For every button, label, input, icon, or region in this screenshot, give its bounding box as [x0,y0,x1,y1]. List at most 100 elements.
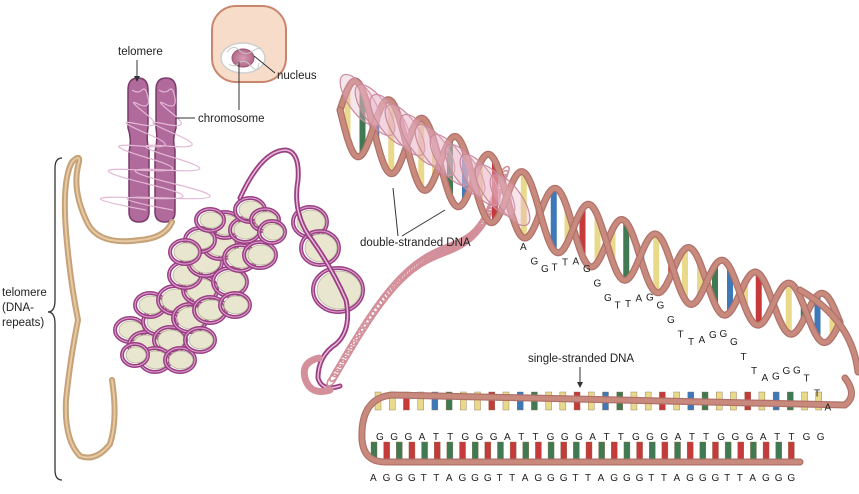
base-letter: A [825,403,832,414]
base-letter: G [720,329,728,340]
base-letter: G [547,432,555,443]
telomere-side-label-3: repeats) [2,317,44,329]
chromosome-label: chromosome [198,113,264,125]
loop-base [509,441,517,461]
base-letter: A [573,256,580,267]
loop-base [497,441,504,461]
base-letter: A [699,335,706,346]
loop-base [674,441,681,461]
loop-base [775,441,782,461]
base-letter: T [572,473,578,484]
base-letter: T [552,263,558,274]
base-letter: G [657,300,665,311]
base-letter: T [562,257,568,268]
base-letter: T [585,473,591,484]
base-letter: G [583,264,591,275]
base-letter: T [689,432,695,443]
base-letter: T [688,337,694,348]
telomere-loop [358,286,859,466]
base-letter: T [788,432,794,443]
helix-turn [429,133,471,187]
loop-base [712,441,719,461]
base-letter: G [547,473,555,484]
double-helix [336,73,844,346]
base-letter: G [717,432,725,443]
base-letter: G [730,337,738,348]
base-letter: A [636,294,643,305]
base-letter: G [623,473,631,484]
helix-turn [399,113,441,167]
base-letter: G [762,473,770,484]
base-letter: A [598,473,605,484]
base-letter: G [787,473,795,484]
ss-base [460,391,467,411]
base-letter: T [625,299,631,310]
base-letter: G [783,366,791,377]
base-letter: T [751,366,757,377]
coil-end [300,354,334,395]
loop-base [446,441,454,461]
base-letter: T [703,432,709,443]
base-letter: G [803,432,811,443]
nucleosome [257,219,287,245]
base-letter: T [433,473,439,484]
loop-base [762,441,770,461]
loop-base [623,441,631,461]
nucleosome [194,207,226,233]
base-letter: A [749,473,756,484]
base-letter: G [746,432,754,443]
nucleosome [218,291,252,319]
helix-turn [474,163,516,217]
base-letter: A [760,432,767,443]
base-letter: G [646,432,654,443]
base-letter: G [376,432,384,443]
loop-base [408,441,416,461]
loop-base [585,441,593,461]
base-letter: T [661,473,667,484]
loop-base [573,441,580,461]
nucleosome [311,266,365,314]
base-letter: T [433,432,439,443]
loop-base [522,441,529,461]
single-stranded-label: single-stranded DNA [528,353,634,365]
base-letter: T [741,352,747,363]
chromatin-cluster [113,196,365,374]
loop-base [434,441,441,461]
base-letter: A [674,473,681,484]
loop-base [724,441,732,461]
telomere-top-label: telomere [118,46,163,58]
ss-base [474,391,481,411]
base-letter: G [711,473,719,484]
helix-turn [384,103,426,157]
loop-base [636,441,643,461]
base-letter: G [484,473,492,484]
loop-base [547,441,555,461]
loop-base [471,441,479,461]
base-letter: T [447,432,453,443]
ss-base [488,391,495,411]
loop-base [649,441,656,461]
loop-base [699,441,707,461]
base-letter: G [490,432,498,443]
base-letter: G [476,432,484,443]
base-letter: A [370,473,377,484]
loop-base [750,441,757,461]
nucleosome [242,240,278,270]
nucleus-label: nucleus [277,70,317,82]
base-letter: G [594,279,602,290]
base-letter: G [575,432,583,443]
loop-base [598,441,605,461]
base-letter: G [636,473,644,484]
loop-base [560,441,567,461]
base-letter: G [772,371,780,382]
loop-base [611,441,618,461]
base-letter: A [520,242,527,253]
base-letter: G [560,473,568,484]
base-letter: G [471,473,479,484]
base-letter: G [459,473,467,484]
nucleosome [168,238,202,266]
nucleosome [163,346,197,374]
base-letter: G [534,473,542,484]
helix-turn [489,173,531,227]
